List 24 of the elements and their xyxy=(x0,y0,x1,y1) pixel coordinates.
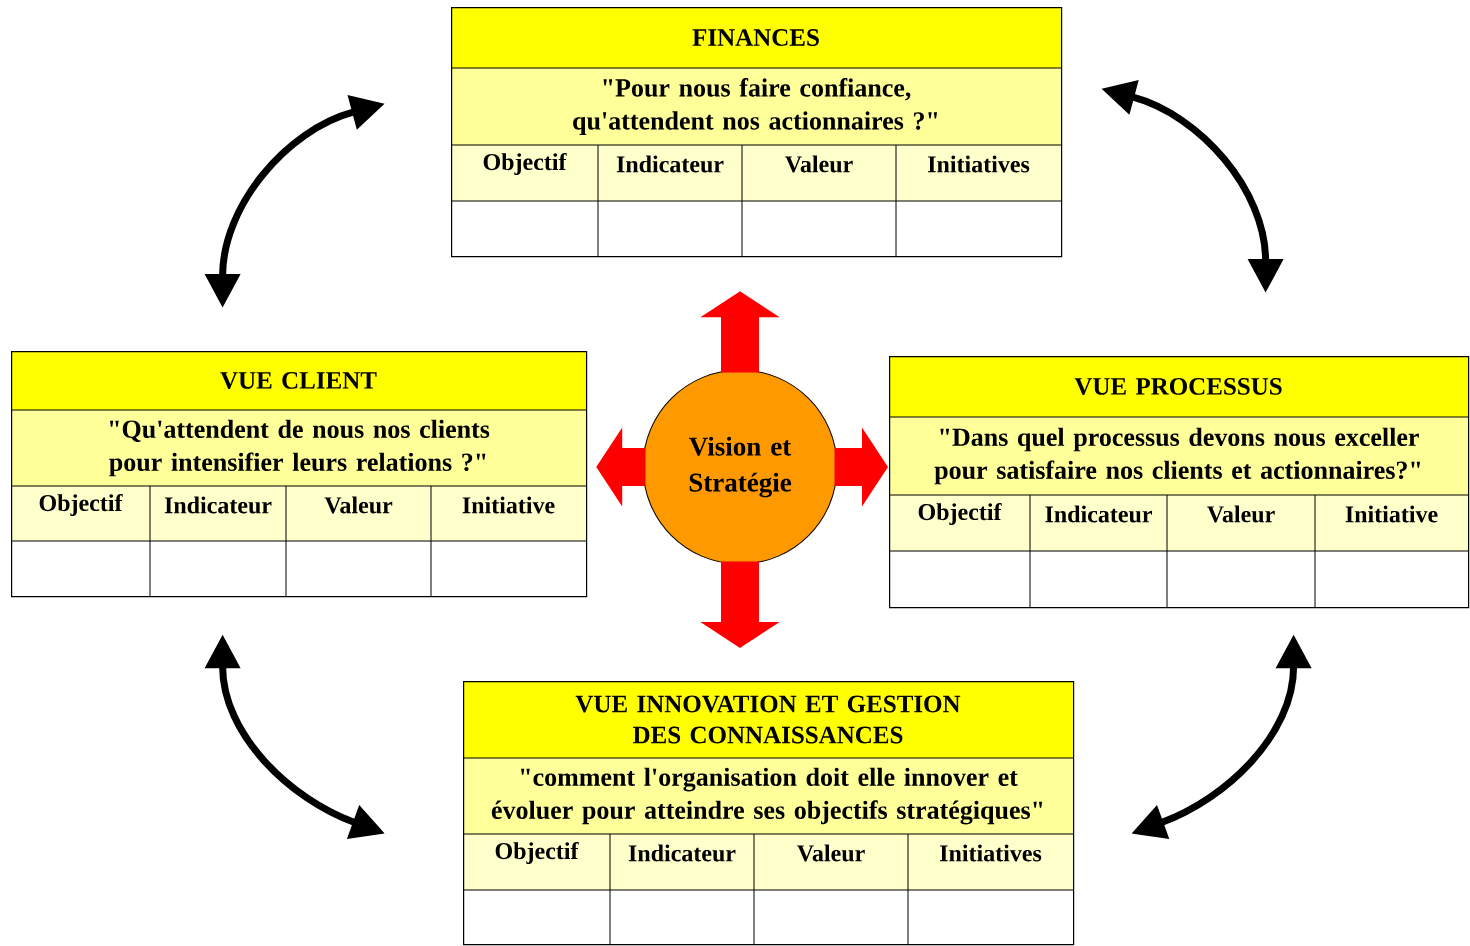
question-text: "Pour nous faire confiance, qu'attendent nos actionnaires ?" xyxy=(573,78,938,135)
table-heading: FINANCES xyxy=(692,29,819,46)
column-header: Initiative xyxy=(462,496,555,514)
column-header: Indicateur xyxy=(1045,505,1152,523)
column-header: Valeur xyxy=(1207,505,1275,523)
column-header: Initiative xyxy=(1345,505,1438,523)
column-header: Valeur xyxy=(324,496,393,514)
column-header: Indicateur xyxy=(164,496,272,514)
column-header: Initiatives xyxy=(928,155,1030,173)
column-header: Indicateur xyxy=(628,844,736,862)
question-text: "comment l'organisation doit elle innover et évoluer pour atteindre ses objectifs stratégiques" xyxy=(491,767,1043,825)
table-heading: VUE INNOVATION ET GESTION DES CONNAISSANCES xyxy=(575,695,961,744)
column-header: Valeur xyxy=(785,155,853,173)
column-header: Initiatives xyxy=(940,844,1042,862)
column-header: Objectif xyxy=(39,494,123,516)
column-header: Objectif xyxy=(495,842,579,864)
column-header: Indicateur xyxy=(616,155,724,173)
column-header: Objectif xyxy=(918,503,1002,525)
table-heading: VUE CLIENT xyxy=(220,372,377,389)
column-header: Objectif xyxy=(483,153,567,175)
question-text: "Dans quel processus devons nous exceller pour satisfaire nos clients et actionnaires?" xyxy=(934,427,1420,485)
question-text: "Qu'attendent de nous nos clients pour intensifier leurs relations ?" xyxy=(109,419,490,477)
table-heading: VUE PROCESSUS xyxy=(1074,378,1282,395)
column-header: Valeur xyxy=(797,844,865,862)
